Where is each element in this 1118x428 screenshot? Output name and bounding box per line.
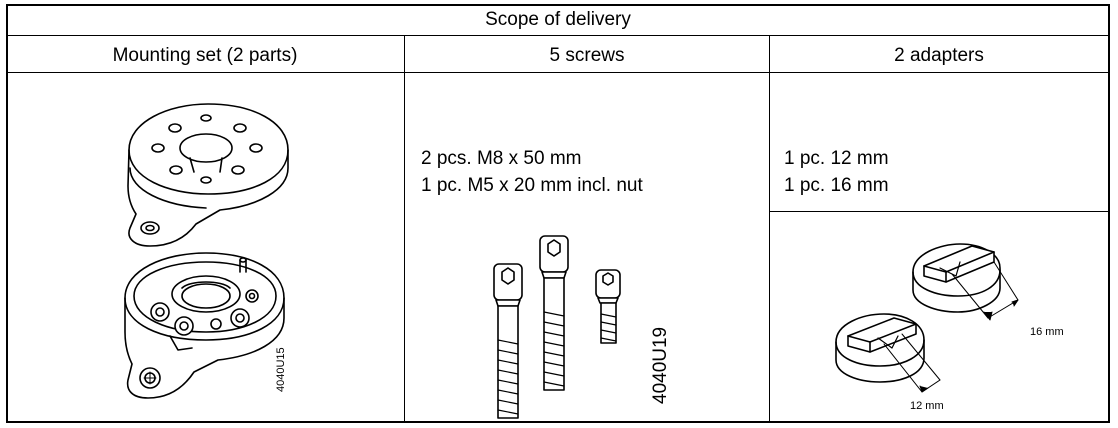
table-title: Scope of delivery [485, 9, 631, 30]
table-border-bottom [6, 421, 1110, 423]
adapters-cell-divider [769, 211, 1110, 212]
table-border-right [1108, 4, 1110, 423]
table-border-top [6, 4, 1110, 6]
mounting-plate-top-illustration [127, 103, 289, 247]
screws-line-2: 1 pc. M5 x 20 mm incl. nut [421, 175, 643, 196]
adapters-line-1: 1 pc. 12 mm [784, 148, 889, 169]
mounting-plate-bottom-illustration [124, 252, 285, 399]
adapters-line-2: 1 pc. 16 mm [784, 175, 889, 196]
column-header-mounting-set: Mounting set (2 parts) [112, 45, 298, 66]
screws-line-1: 2 pcs. M8 x 50 mm [421, 148, 582, 169]
adapter-dimension-16mm: 16 mm [1030, 326, 1064, 338]
column-divider-2 [769, 36, 770, 422]
screws-figure-code: 4040U19 [650, 327, 671, 404]
screws-illustration [493, 235, 621, 419]
mounting-figure-code: 4040U15 [275, 347, 287, 392]
column-header-adapters: 2 adapters [894, 45, 984, 66]
table-border-left [6, 4, 8, 423]
column-divider-1 [404, 36, 405, 422]
column-header-screws: 5 screws [549, 45, 625, 66]
adapter-dimension-lines [883, 261, 1019, 393]
adapter-16mm-illustration [912, 243, 1001, 313]
adapter-dimension-12mm: 12 mm [910, 400, 944, 412]
header-row-divider [6, 72, 1110, 73]
title-row-divider [6, 35, 1110, 36]
adapter-12mm-illustration [835, 313, 925, 383]
